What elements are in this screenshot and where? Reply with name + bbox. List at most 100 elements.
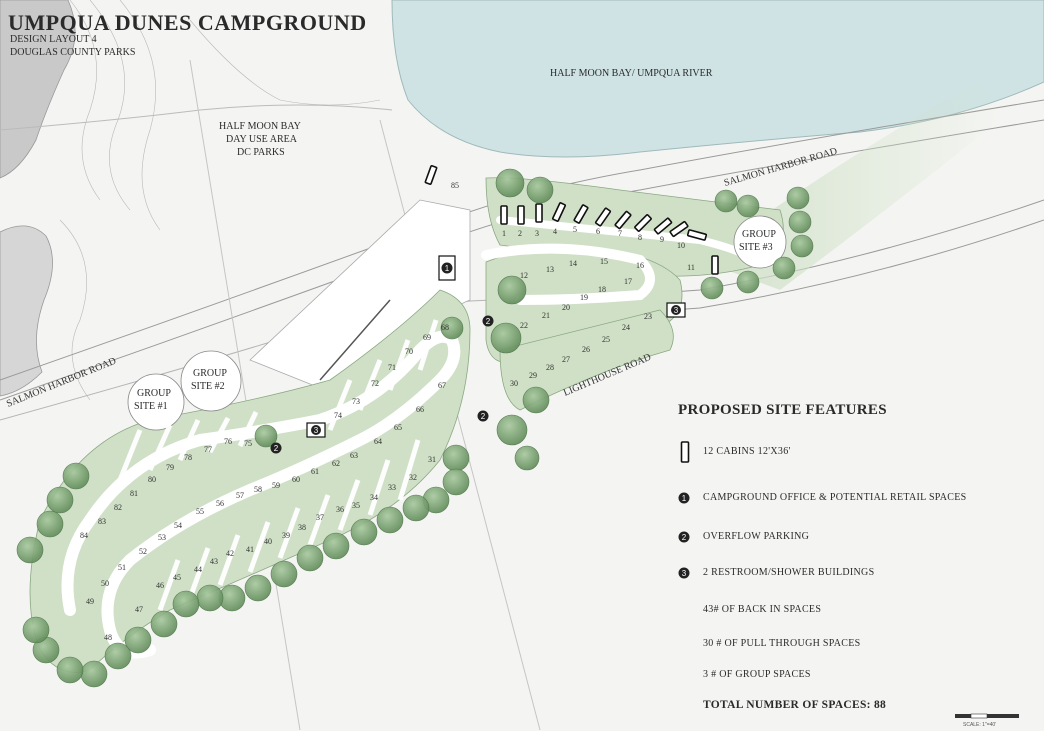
tree-icon <box>700 276 724 300</box>
site-number: 59 <box>272 481 280 490</box>
site-number: 38 <box>298 523 306 532</box>
tree-icon <box>16 536 44 564</box>
tree-icon <box>46 486 74 514</box>
tree-icon <box>526 176 554 204</box>
svg-text:3: 3 <box>682 569 687 578</box>
site-number: 31 <box>428 455 436 464</box>
site-number: 11 <box>687 263 695 272</box>
tree-canopy <box>16 168 814 688</box>
site-number: 28 <box>546 363 554 372</box>
group-site-1-label-a: GROUP <box>137 388 171 399</box>
site-number: 36 <box>336 505 344 514</box>
site-number: 14 <box>569 259 577 268</box>
site-number: 12 <box>520 271 528 280</box>
tree-icon <box>172 590 200 618</box>
legend-overflow: OVERFLOW PARKING <box>703 531 810 542</box>
tree-icon <box>514 445 540 471</box>
site-number: 18 <box>598 285 606 294</box>
tree-icon <box>402 494 430 522</box>
site-number: 65 <box>394 423 402 432</box>
tree-icon <box>497 275 527 305</box>
site-number: 48 <box>104 633 112 642</box>
legend-office: CAMPGROUND OFFICE & POTENTIAL RETAIL SPA… <box>703 492 967 503</box>
legend-overflow-icon: 2 <box>678 531 690 543</box>
scale-bar <box>955 713 1019 719</box>
site-number: 85 <box>451 181 459 190</box>
site-number: 72 <box>371 379 379 388</box>
tree-icon <box>254 424 278 448</box>
site-number: 10 <box>677 241 685 250</box>
tree-icon <box>150 610 178 638</box>
site-number: 23 <box>644 312 652 321</box>
tree-icon <box>788 210 812 234</box>
cabins <box>424 164 719 275</box>
legend-title: PROPOSED SITE FEATURES <box>678 402 887 418</box>
site-number: 27 <box>562 355 570 364</box>
legend-group: 3 # OF GROUP SPACES <box>703 669 811 680</box>
tree-icon <box>80 660 108 688</box>
subtitle-county: DOUGLAS COUNTY PARKS <box>10 47 136 58</box>
tree-icon <box>736 270 760 294</box>
restroom-marker-a: 3 <box>306 422 326 438</box>
tree-icon <box>714 189 738 213</box>
site-number: 1 <box>502 229 506 238</box>
day-use-label-1: HALF MOON BAY <box>219 121 301 132</box>
site-number: 51 <box>118 563 126 572</box>
site-number: 60 <box>292 475 300 484</box>
office-marker-label: 1 <box>445 264 450 273</box>
site-number: 82 <box>114 503 122 512</box>
tree-icon <box>442 468 470 496</box>
svg-text:2: 2 <box>481 412 486 421</box>
site-number: 73 <box>352 397 360 406</box>
site-number: 40 <box>264 537 272 546</box>
tree-icon <box>490 322 522 354</box>
site-number: 7 <box>618 229 622 238</box>
group-site-3-label-b: SITE #3 <box>739 242 773 253</box>
site-number: 25 <box>602 335 610 344</box>
site-number: 56 <box>216 499 224 508</box>
site-number: 80 <box>148 475 156 484</box>
site-number: 8 <box>638 233 642 242</box>
site-number: 29 <box>529 371 537 380</box>
site-number: 78 <box>184 453 192 462</box>
tree-icon <box>270 560 298 588</box>
group-site-2-label-b: SITE #2 <box>191 381 225 392</box>
site-number: 39 <box>282 531 290 540</box>
group-site-1-label-b: SITE #1 <box>134 401 168 412</box>
site-number: 2 <box>518 229 522 238</box>
tree-icon <box>496 414 528 446</box>
site-number: 3 <box>535 229 539 238</box>
site-number: 13 <box>546 265 554 274</box>
page-title: UMPQUA DUNES CAMPGROUND <box>8 10 367 35</box>
site-number: 32 <box>409 473 417 482</box>
svg-text:1: 1 <box>682 494 687 503</box>
site-number: 17 <box>624 277 632 286</box>
tree-icon <box>522 386 550 414</box>
group-site-3-label-a: GROUP <box>742 229 776 240</box>
svg-text:2: 2 <box>274 444 279 453</box>
site-number: 43 <box>210 557 218 566</box>
tree-icon <box>104 642 132 670</box>
overflow-marker-a: 2 <box>482 315 494 327</box>
site-number: 57 <box>236 491 244 500</box>
site-number: 79 <box>166 463 174 472</box>
site-number: 77 <box>204 445 212 454</box>
stall-stripes <box>117 319 439 611</box>
group-site-2-label-a: GROUP <box>193 368 227 379</box>
svg-text:2: 2 <box>486 317 491 326</box>
site-number: 9 <box>660 235 664 244</box>
site-number: 21 <box>542 311 550 320</box>
site-number: 49 <box>86 597 94 606</box>
site-number: 74 <box>334 411 342 420</box>
group-site-2-circle <box>180 350 242 412</box>
legend-restroom: 2 RESTROOM/SHOWER BUILDINGS <box>703 567 875 578</box>
site-number: 53 <box>158 533 166 542</box>
site-number: 75 <box>244 439 252 448</box>
tree-icon <box>786 186 810 210</box>
legend-total: TOTAL NUMBER OF SPACES: 88 <box>703 699 887 711</box>
tree-icon <box>736 194 760 218</box>
site-number: 15 <box>600 257 608 266</box>
site-number: 58 <box>254 485 262 494</box>
site-number: 4 <box>553 227 557 236</box>
